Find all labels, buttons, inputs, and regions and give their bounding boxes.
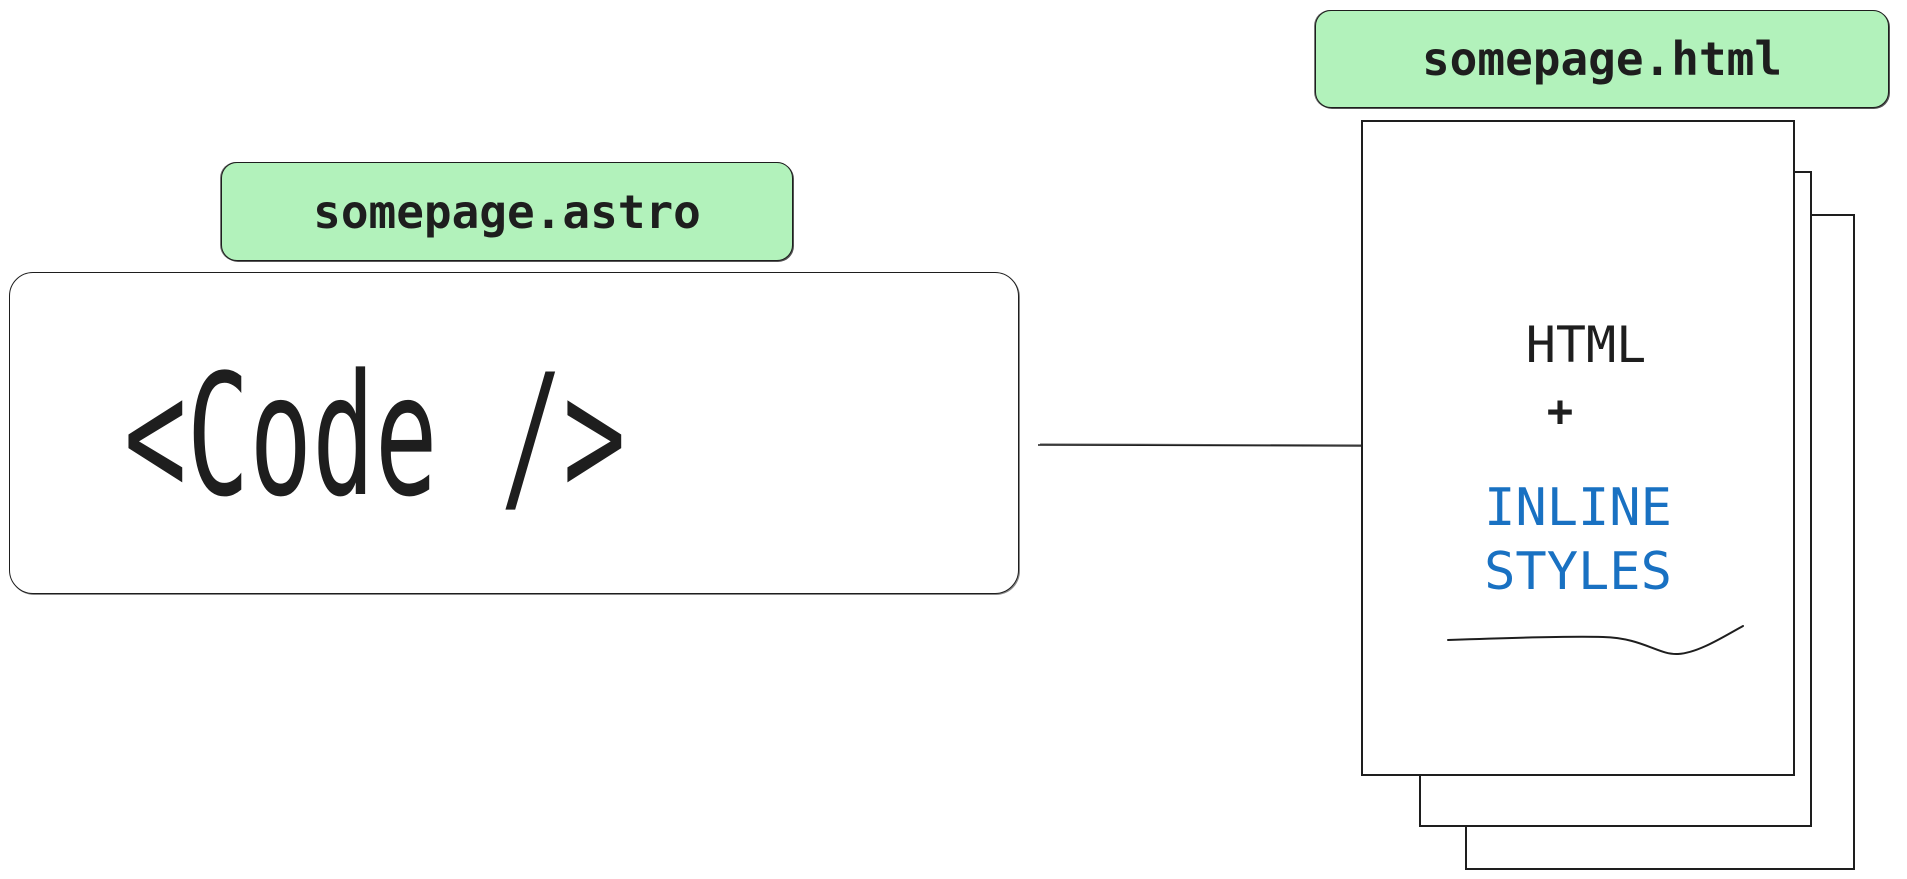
- source-file-label: somepage.astro: [221, 162, 793, 261]
- source-code-text: <Code />: [124, 338, 626, 534]
- scribble-line: [1447, 625, 1744, 656]
- output-file-label: somepage.html: [1315, 10, 1889, 108]
- source-file-name: somepage.astro: [313, 184, 701, 239]
- page-styles-text: STYLES: [1484, 542, 1672, 602]
- source-code-box: [9, 272, 1019, 594]
- output-file-name: somepage.html: [1421, 32, 1783, 86]
- page-html-text: HTML: [1525, 316, 1647, 374]
- page-inline-text: INLINE: [1484, 478, 1672, 538]
- transform-arrow: [1037, 440, 1392, 451]
- output-page: HTML + INLINE STYLES: [1361, 120, 1795, 776]
- page-plus-text: +: [1546, 386, 1574, 437]
